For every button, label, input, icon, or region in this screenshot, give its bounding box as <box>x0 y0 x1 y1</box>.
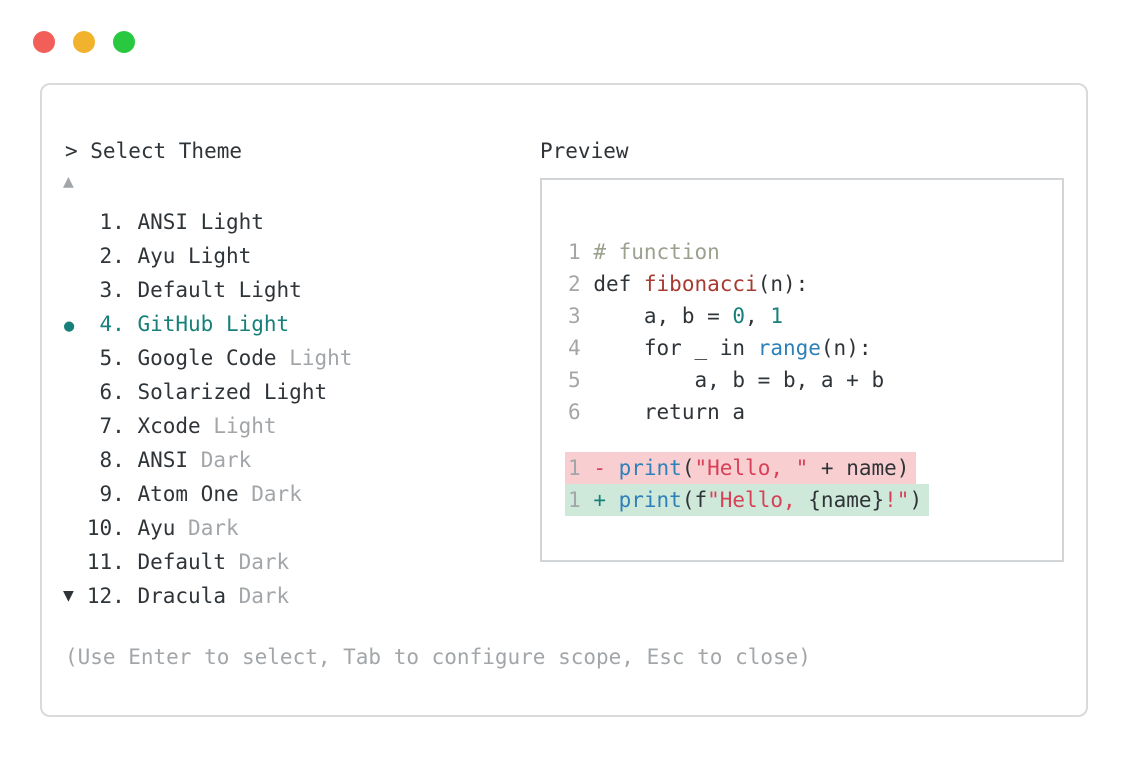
minimize-window-button[interactable] <box>73 31 95 53</box>
theme-list-item[interactable]: ● 4. GitHub Light <box>64 312 290 336</box>
scroll-down-indicator[interactable]: ▼ <box>63 585 74 606</box>
code-line: 4 for _ in range(n): <box>568 336 872 360</box>
window-controls <box>33 31 153 53</box>
theme-list-item[interactable]: 10. Ayu Dark <box>64 512 352 546</box>
close-window-button[interactable] <box>33 31 55 53</box>
code-line: 2 def fibonacci(n): <box>568 272 809 296</box>
theme-list: 1. ANSI Light 2. Ayu Light 3. Default Li… <box>64 206 352 614</box>
selected-indicator <box>64 282 74 302</box>
diff-line-removed: 1 - print("Hello, " + name) <box>565 452 1062 484</box>
diff-line-added: 1 + print(f"Hello, {name}!") <box>565 484 1062 516</box>
theme-list-item[interactable]: 11. Default Dark <box>64 546 352 580</box>
selected-indicator <box>64 214 74 234</box>
selected-indicator <box>64 554 74 574</box>
theme-list-item[interactable]: 3. Default Light <box>64 274 352 308</box>
preview-heading: Preview <box>540 139 629 163</box>
code-line: 6 return a <box>568 400 746 424</box>
selected-indicator <box>64 384 74 404</box>
theme-list-item[interactable]: 5. Google Code Light <box>64 342 353 376</box>
theme-list-item[interactable]: 7. Xcode Light <box>64 410 352 444</box>
code-line: 5 a, b = b, a + b <box>568 368 885 392</box>
code-preview: 1 # function 2 def fibonacci(n): 3 a, b = … <box>542 180 1062 516</box>
preview-pane: 1 # function 2 def fibonacci(n): 3 a, b = … <box>540 178 1064 562</box>
selected-indicator <box>64 452 74 472</box>
theme-list-item[interactable]: 12. Dracula Dark <box>64 580 352 614</box>
theme-list-item[interactable]: 2. Ayu Light <box>64 240 352 274</box>
code-line: 1 # function <box>568 240 720 264</box>
zoom-window-button[interactable] <box>113 31 135 53</box>
selected-indicator <box>64 248 74 268</box>
theme-selector-panel: > Select Theme Preview ▲ 1. ANSI Light 2… <box>40 83 1088 717</box>
selected-indicator <box>64 486 74 506</box>
theme-list-item[interactable]: 8. ANSI Dark <box>64 444 352 478</box>
selected-indicator <box>64 418 74 438</box>
select-theme-prompt: > Select Theme <box>65 139 243 163</box>
theme-list-item[interactable]: 1. ANSI Light <box>64 206 352 240</box>
selected-indicator <box>64 350 74 370</box>
scroll-up-indicator[interactable]: ▲ <box>63 171 74 192</box>
keyboard-hint: (Use Enter to select, Tab to configure s… <box>65 645 811 669</box>
code-line: 3 a, b = 0, 1 <box>568 304 783 328</box>
selected-indicator <box>64 520 74 540</box>
theme-list-item[interactable]: 9. Atom One Dark <box>64 478 352 512</box>
theme-list-item[interactable]: 6. Solarized Light <box>64 376 352 410</box>
selected-indicator: ● <box>64 316 75 336</box>
